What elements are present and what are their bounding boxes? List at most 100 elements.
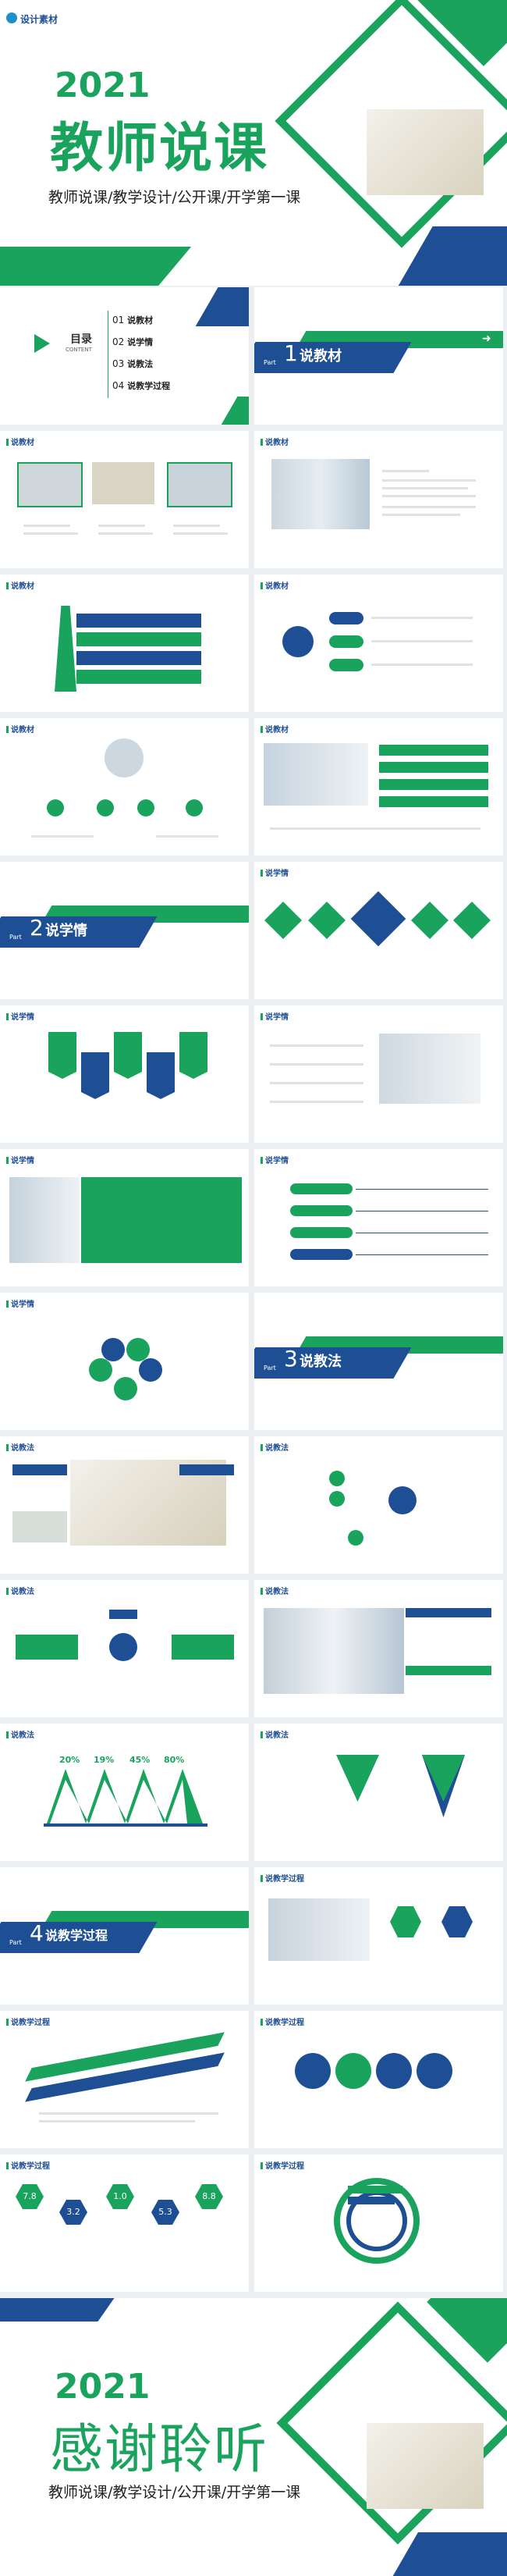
toc-corner-green [214,397,249,425]
slide-header: 说教材 [261,579,289,591]
cover-subtitle: 教师说课/教学设计/公开课/开学第一课 [48,189,301,206]
toc-item-4[interactable]: 04 说教学过程 [112,380,171,391]
logo [6,12,17,23]
slide-s1-a: 说教材 [0,431,249,568]
photo-1 [17,462,83,507]
part-num: 1 [284,340,298,366]
slide-s2-a: 说学情 [254,862,503,999]
slide-header: 说教法 [261,1728,289,1740]
center-circle [282,626,314,657]
part-num: 2 [30,915,44,941]
slide-header: 说教法 [261,1585,289,1596]
closing-subtitle: 教师说课/教学设计/公开课/开学第一课 [48,2484,301,2501]
slide-header: 说学情 [261,1154,289,1165]
photo [264,1608,404,1694]
slide-header: 说学情 [6,1297,34,1309]
percent-3: 45% [129,1755,151,1765]
round-photo [105,738,144,777]
cover-year: 2021 [55,66,151,105]
slide-s3-e: 说教法 20% 19% 45% 80% [0,1724,249,1861]
part-4-slide: Part 4 说教学过程 [0,1867,249,2005]
slide-header: 说教法 [6,1728,34,1740]
percent-2: 19% [94,1755,115,1765]
photo [9,1177,80,1263]
toc-item-2[interactable]: 02 说学情 [112,336,154,347]
slide-header: 说学情 [261,1010,289,1022]
photo [379,1034,480,1104]
slide-header: 说教学过程 [261,2016,304,2027]
part-title: 说教法 [300,1354,342,1370]
slide-s2-c: 说学情 [254,1005,503,1143]
toc-title: 目录 [70,333,92,346]
cover-book-image [367,109,484,195]
slide-s1-f: 说教材 [254,718,503,856]
closing-slide: 2021 感谢聆听 教师说课/教学设计/公开课/开学第一课 [0,2298,507,2576]
slide-header: 说教材 [6,723,34,735]
slide-header: 说教法 [6,1441,34,1453]
toc-corner [195,287,249,326]
toc-triangle [34,334,50,353]
toc-sub: CONTENT [66,347,92,353]
slide-s4-b: 说教学过程 [0,2011,249,2148]
num-2: 3.2 [59,2200,87,2225]
slide-s4-d: 说教学过程 7.8 3.2 1.0 5.3 8.8 [0,2154,249,2292]
tie-shape [55,606,76,692]
part-title: 说教学过程 [45,1928,108,1943]
slide-header: 说教材 [261,723,289,735]
closing-book-image [367,2423,484,2509]
photo-3 [167,462,232,507]
part-1-slide: Part 1 说教材 ➜ [254,287,503,425]
slide-header: 说教材 [6,579,34,591]
percent-4: 80% [164,1755,185,1765]
percent-1: 20% [59,1755,80,1765]
slide-header: 说学情 [6,1010,34,1022]
num-4: 5.3 [151,2200,179,2225]
part-label: Part [9,1939,22,1946]
part-title: 说学情 [45,923,87,939]
slide-header: 说教学过程 [261,2159,304,2171]
slide-header: 说教学过程 [6,2159,50,2171]
slide-s4-a: 说教学过程 [254,1867,503,2005]
slide-s3-c: 说教法 [0,1580,249,1717]
photo [264,743,368,806]
slide-s1-d: 说教材 [254,575,503,712]
slide-s4-e: 说教学过程 [254,2154,503,2292]
slide-s2-f: 说学情 [0,1293,249,1430]
slide-s1-c: 说教材 [0,575,249,712]
part-num: 4 [30,1920,44,1946]
logo-text: 设计素材 [20,14,58,25]
toc-item-3[interactable]: 03 说教法 [112,358,154,369]
num-3: 1.0 [106,2184,134,2209]
part-2-slide: Part 2 说学情 [0,862,249,999]
cover-corner-green [0,247,192,286]
slide-header: 说教材 [261,436,289,447]
slide-s4-c: 说教学过程 [254,2011,503,2148]
cover-title: 教师说课 [50,118,269,180]
photo [268,1898,370,1961]
arrow-icon: ➜ [482,333,491,345]
closing-top-left [0,2298,136,2322]
part-label: Part [264,359,276,366]
library-photo [271,459,370,529]
part-label: Part [264,1364,276,1372]
closing-title: 感谢聆听 [50,2419,269,2481]
slide-header: 说教学过程 [261,1872,304,1884]
zigzag [47,1769,203,1823]
closing-year: 2021 [55,2367,151,2407]
slide-header: 说教法 [261,1441,289,1453]
slide-s3-a: 说教法 [0,1436,249,1574]
num-5: 8.8 [195,2184,223,2209]
slide-header: 说教材 [6,436,34,447]
slide-s3-b: 说教法 [254,1436,503,1574]
slide-s1-b: 说教材 [254,431,503,568]
slide-s3-f: 说教法 [254,1724,503,1861]
slide-header: 说学情 [6,1154,34,1165]
photo-2 [92,462,154,504]
slide-header: 说教法 [6,1585,34,1596]
slide-header: 说教学过程 [6,2016,50,2027]
num-1: 7.8 [16,2184,44,2209]
slide-s2-b: 说学情 [0,1005,249,1143]
part-title: 说教材 [300,348,342,365]
toc-item-1[interactable]: 01 说教材 [112,315,154,326]
